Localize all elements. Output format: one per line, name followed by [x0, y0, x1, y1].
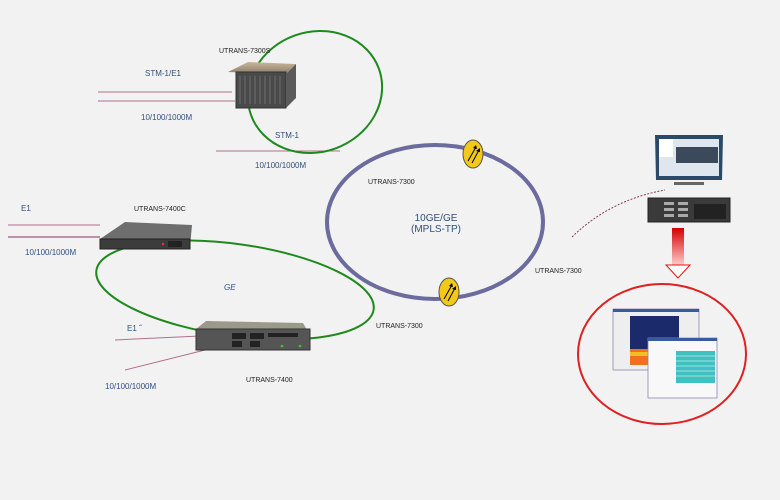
- link-label-stm1e1: STM-1/E1: [145, 69, 182, 78]
- nms-software-circle: [577, 283, 747, 425]
- link-label-eth1: 10/100/1000M: [141, 113, 193, 122]
- ring-label: 10GE/GE (MPLS-TP): [405, 213, 467, 235]
- device-label-7300s: UTRANS-7300S: [219, 48, 271, 55]
- subring-top: [246, 30, 384, 154]
- ring-label-line2: (MPLS-TP): [411, 224, 461, 235]
- link-label-e1a: E1: [21, 204, 31, 213]
- device-7400-image[interactable]: [195, 321, 311, 351]
- ring-node-label-top-left: UTRANS-7300: [368, 179, 415, 186]
- trib-line-eth4: [124, 349, 206, 371]
- device-label-7400c: UTRANS-7400C: [134, 206, 186, 213]
- device-7400c-image[interactable]: [99, 222, 192, 250]
- link-label-eth4: 10/100/1000M: [105, 382, 157, 391]
- device-7300s-image[interactable]: [228, 62, 296, 109]
- link-label-eth3: 10/100/1000M: [25, 248, 77, 257]
- ring-node-label-right: UTRANS-7300: [535, 268, 582, 275]
- nms-link: [571, 189, 666, 238]
- link-label-eth2: 10/100/1000M: [255, 161, 307, 170]
- ring-node-label-bottom: UTRANS-7300: [376, 323, 423, 330]
- router-icon-bottom: [438, 277, 460, 307]
- ring-label-line1: 10GE/GE: [414, 213, 458, 224]
- link-label-e1b: E1 ˝: [127, 324, 142, 333]
- link-label-ge: GE: [224, 283, 236, 292]
- nms-workstation-image[interactable]: [647, 135, 731, 223]
- nms-software-screenshot[interactable]: [612, 308, 718, 399]
- device-label-7400: UTRANS-7400: [246, 377, 293, 384]
- router-icon-top: [462, 139, 484, 169]
- tributary-lines: [8, 91, 340, 371]
- down-arrow-icon: [664, 228, 692, 279]
- trib-line-e1b: [114, 335, 201, 341]
- main-ring: [325, 143, 545, 301]
- link-label-stm1: STM-1: [275, 131, 299, 140]
